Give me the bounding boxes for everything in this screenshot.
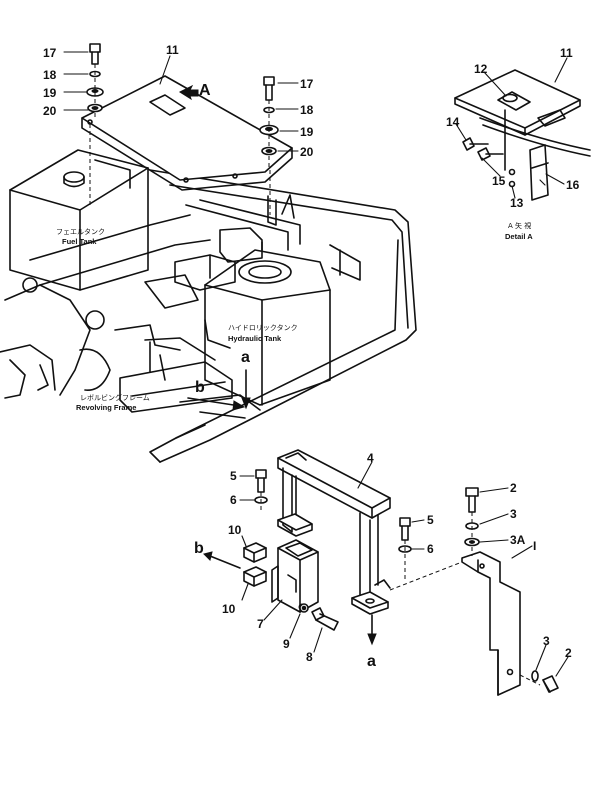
pads-10 [243,542,267,587]
callout-8: 8 [306,650,313,664]
callout-11a: 11 [166,43,179,57]
callout-12: 12 [474,62,488,76]
revolving-frame-drawing [0,169,417,463]
hydraulic-tank-en: Hydraulic Tank [228,334,282,343]
bolts-5-6 [254,469,412,580]
bolt-8-washer-9 [299,603,339,631]
fuel-tank-label: フェエルタンク Fuel Tank [56,227,105,246]
callout-20a: 20 [43,104,57,118]
ref-b-top: b [195,379,205,396]
callout-2b: 2 [565,646,572,660]
callout-9: 9 [283,637,290,651]
callout-18b: 18 [300,103,314,117]
callout-10b: 10 [222,602,236,616]
bolts-2-3 [464,487,559,693]
fuel-tank-drawing [9,149,149,291]
callout-19a: 19 [43,86,57,100]
callout-5b: 5 [427,513,434,527]
reference-arrows [187,369,377,646]
fuel-tank-jp: フェエルタンク [56,227,105,236]
detail-a-en: Detail A [505,232,533,241]
cover-plate-11 [81,75,293,215]
callout-17b: 17 [300,77,314,91]
detail-a-drawing [454,69,591,201]
callout-3b: 3 [543,634,550,648]
callout-10a: 10 [228,523,242,537]
callout-20b: 20 [300,145,314,159]
callout-2a: 2 [510,481,517,495]
bracket-7 [271,539,319,613]
ref-b-bottom: b [194,540,204,557]
bolt-stack-right [259,76,279,170]
view-arrow-label: A [199,82,211,99]
callout-11b: 11 [560,46,573,60]
bolt-stack-left [86,43,104,118]
hydraulic-tank-label: ハイドロリックタンク Hydraulic Tank [228,323,298,343]
leader-lines [63,51,569,677]
revolving-frame-en: Revolving Frame [76,403,136,412]
callout-3a: 3 [510,507,517,521]
ref-a-bottom: a [367,653,376,670]
callout-5a: 5 [230,469,237,483]
callout-3A: 3A [510,533,526,547]
callout-19b: 19 [300,125,314,139]
ref-a-top: a [241,349,250,366]
callout-13: 13 [510,196,524,210]
revolving-frame-label: レボルビングフレーム Revolving Frame [76,393,150,412]
callout-18a: 18 [43,68,57,82]
callout-17a: 17 [43,46,57,60]
detail-a-caption: A 矢 視 Detail A [505,221,533,241]
hydraulic-tank-jp: ハイドロリックタンク [228,323,298,332]
detail-a-jp: A 矢 視 [508,221,531,230]
callout-7: 7 [257,617,264,631]
callout-6a: 6 [230,493,237,507]
support-bracket-4 [277,449,391,615]
callout-16: 16 [566,178,580,192]
bracket-I [389,551,541,696]
view-arrow-A [178,84,199,101]
callout-I: I [533,539,536,553]
fuel-tank-en: Fuel Tank [62,237,97,246]
callout-14: 14 [446,115,460,129]
callout-6b: 6 [427,542,434,556]
callout-numbers: 17 18 19 20 11 17 18 19 20 12 11 14 15 1… [43,43,580,664]
hydraulic-tank-drawing [204,241,331,406]
revolving-frame-jp: レボルビングフレーム [80,393,150,402]
callout-4: 4 [367,451,374,465]
callout-15: 15 [492,174,506,188]
